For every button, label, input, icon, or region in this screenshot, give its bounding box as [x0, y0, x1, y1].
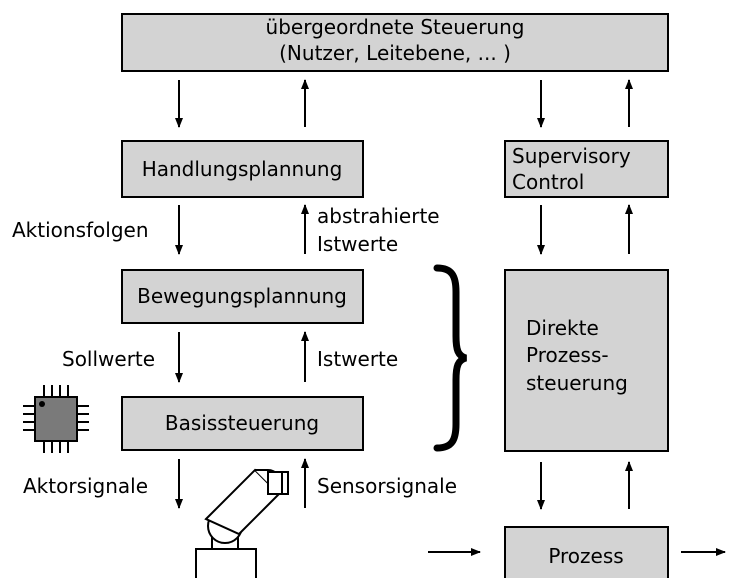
bewegungsplanung-label: Bewegungsplannung — [137, 284, 347, 308]
label-abstrahierte-line2: Istwerte — [317, 232, 398, 256]
curly-brace-icon — [433, 264, 468, 452]
direkte-prozesssteuerung-box: Direkte Prozess- steuerung — [504, 269, 669, 452]
label-sollwerte: Sollwerte — [62, 347, 155, 371]
handlungsplanung-label: Handlungsplannung — [142, 157, 343, 181]
label-aktionsfolgen: Aktionsfolgen — [12, 218, 149, 242]
top-control-box: übergeordnete Steuerung (Nutzer, Leitebe… — [121, 13, 669, 72]
basissteuerung-label: Basissteuerung — [165, 411, 319, 435]
robot-arm-icon — [195, 468, 289, 578]
basissteuerung-box: Basissteuerung — [121, 396, 364, 451]
supervisory-label-line2: Control — [512, 170, 584, 194]
supervisory-label-line1: Supervisory — [512, 144, 631, 168]
top-control-title-line1: übergeordnete Steuerung — [266, 15, 525, 39]
bewegungsplanung-box: Bewegungsplannung — [121, 269, 364, 324]
label-aktorsignale: Aktorsignale — [23, 474, 148, 498]
top-control-title-line2: (Nutzer, Leitebene, ... ) — [279, 41, 511, 65]
prozess-label: Prozess — [548, 544, 623, 568]
direkte-label-line2: Prozess- — [526, 343, 609, 367]
prozess-box: Prozess — [504, 526, 669, 578]
label-sensorsignale: Sensorsignale — [317, 474, 457, 498]
direkte-label-line1: Direkte — [526, 316, 599, 340]
chip-icon — [23, 385, 89, 453]
supervisory-control-box: Supervisory Control — [504, 140, 669, 198]
direkte-label-line3: steuerung — [526, 371, 628, 395]
label-istwerte: Istwerte — [317, 347, 398, 371]
label-abstrahierte-line1: abstrahierte — [317, 204, 440, 228]
handlungsplanung-box: Handlungsplannung — [121, 140, 364, 198]
